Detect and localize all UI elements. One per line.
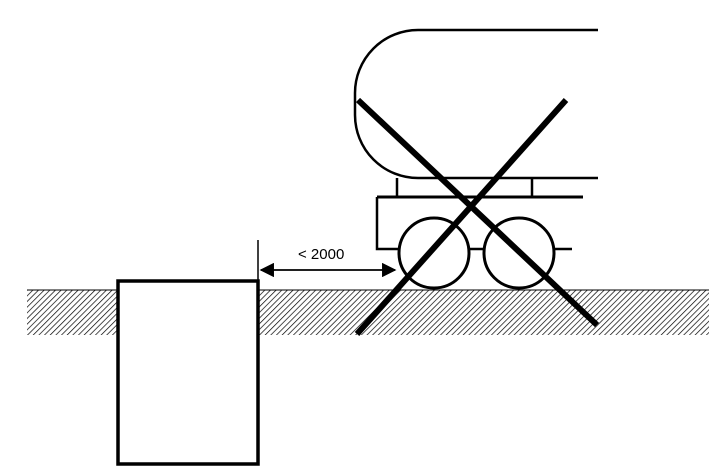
cross-mark-icon [354,97,600,336]
distance-label: < 2000 [298,246,344,263]
tank-body [353,28,598,180]
cross-stroke-ascending [354,98,569,336]
cross-stroke-descending [355,97,600,328]
tanker-truck [353,28,598,290]
excavation-pit [116,279,260,466]
rear-bumper [375,197,403,251]
